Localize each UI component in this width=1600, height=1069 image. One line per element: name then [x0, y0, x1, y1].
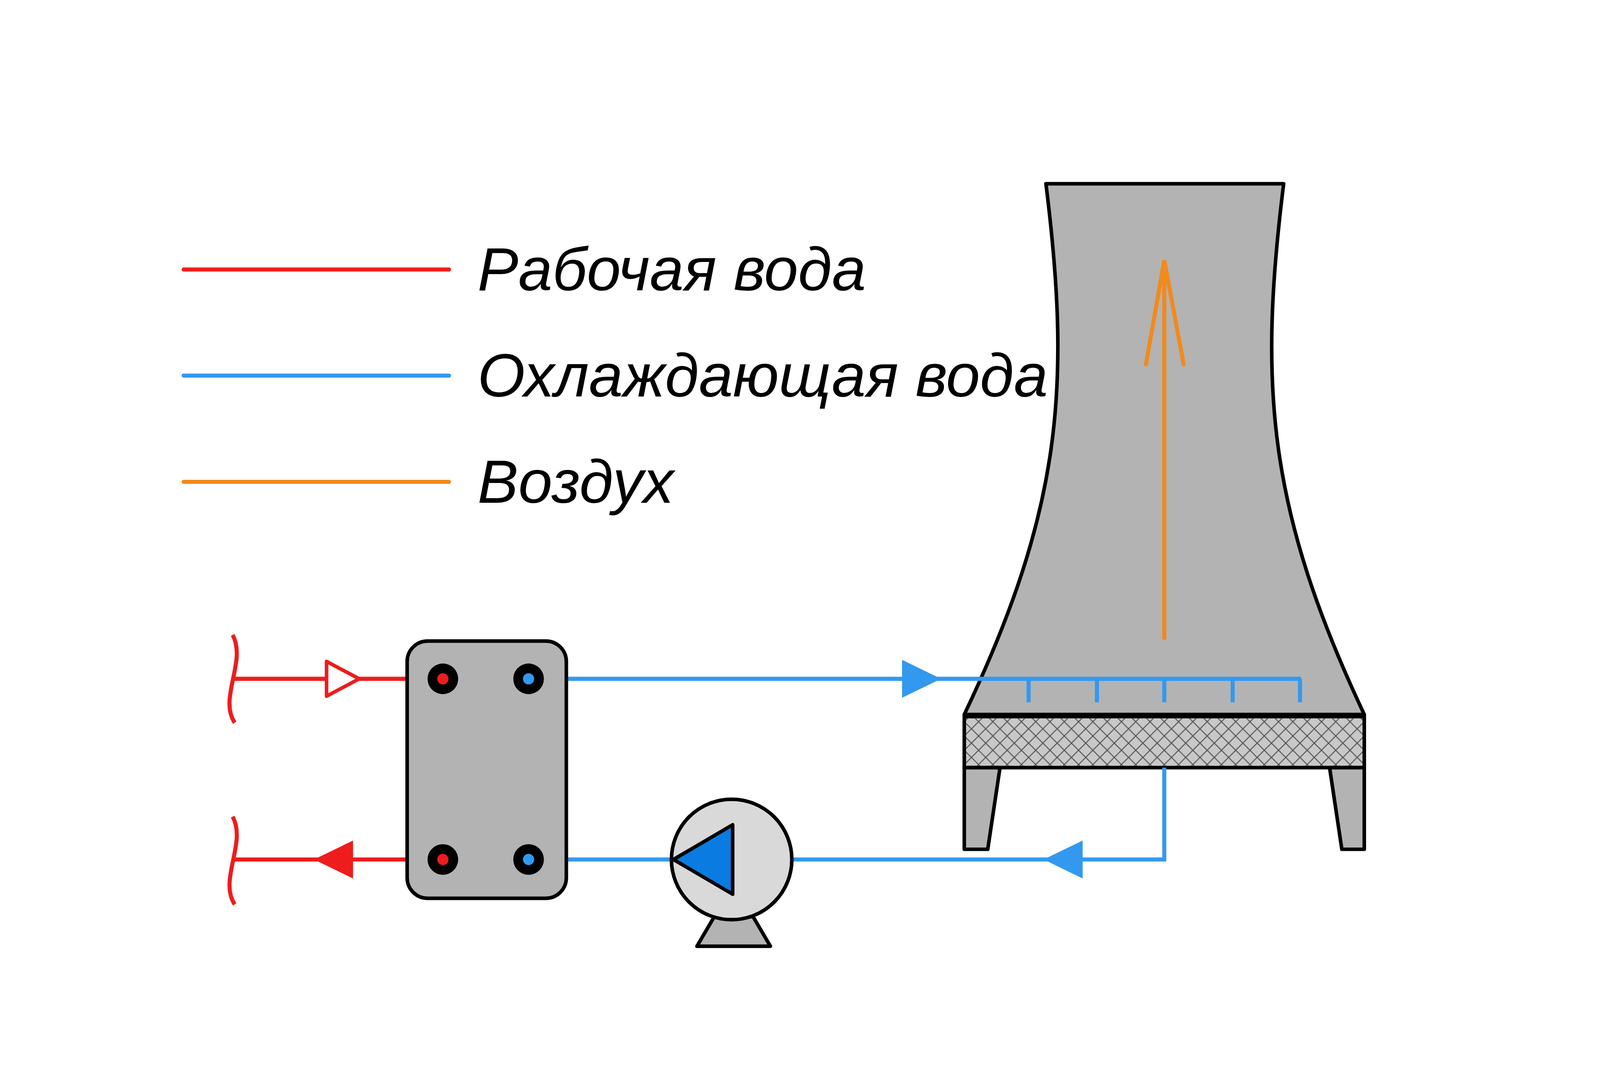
air-arrow [1146, 260, 1184, 638]
heat-exchanger [407, 640, 567, 898]
flow-arrowhead [1046, 841, 1082, 877]
legend-label: Охлаждающая вода [477, 341, 1048, 410]
tower-fill [964, 716, 1365, 768]
tower-leg [964, 767, 1000, 849]
pump-symbol [673, 824, 733, 894]
cooling-water-pipes [528, 678, 1302, 859]
flow-arrowhead [316, 841, 352, 877]
legend-samples [183, 269, 450, 482]
legend-label: Рабочая вода [477, 235, 866, 304]
pump-body [671, 799, 792, 920]
flow-arrowhead [326, 661, 360, 697]
legend-label: Воздух [477, 448, 674, 516]
exchanger-ports [427, 663, 544, 875]
flow-arrowhead [903, 661, 939, 697]
tower-shell [964, 183, 1365, 715]
tower-leg [1329, 767, 1365, 849]
